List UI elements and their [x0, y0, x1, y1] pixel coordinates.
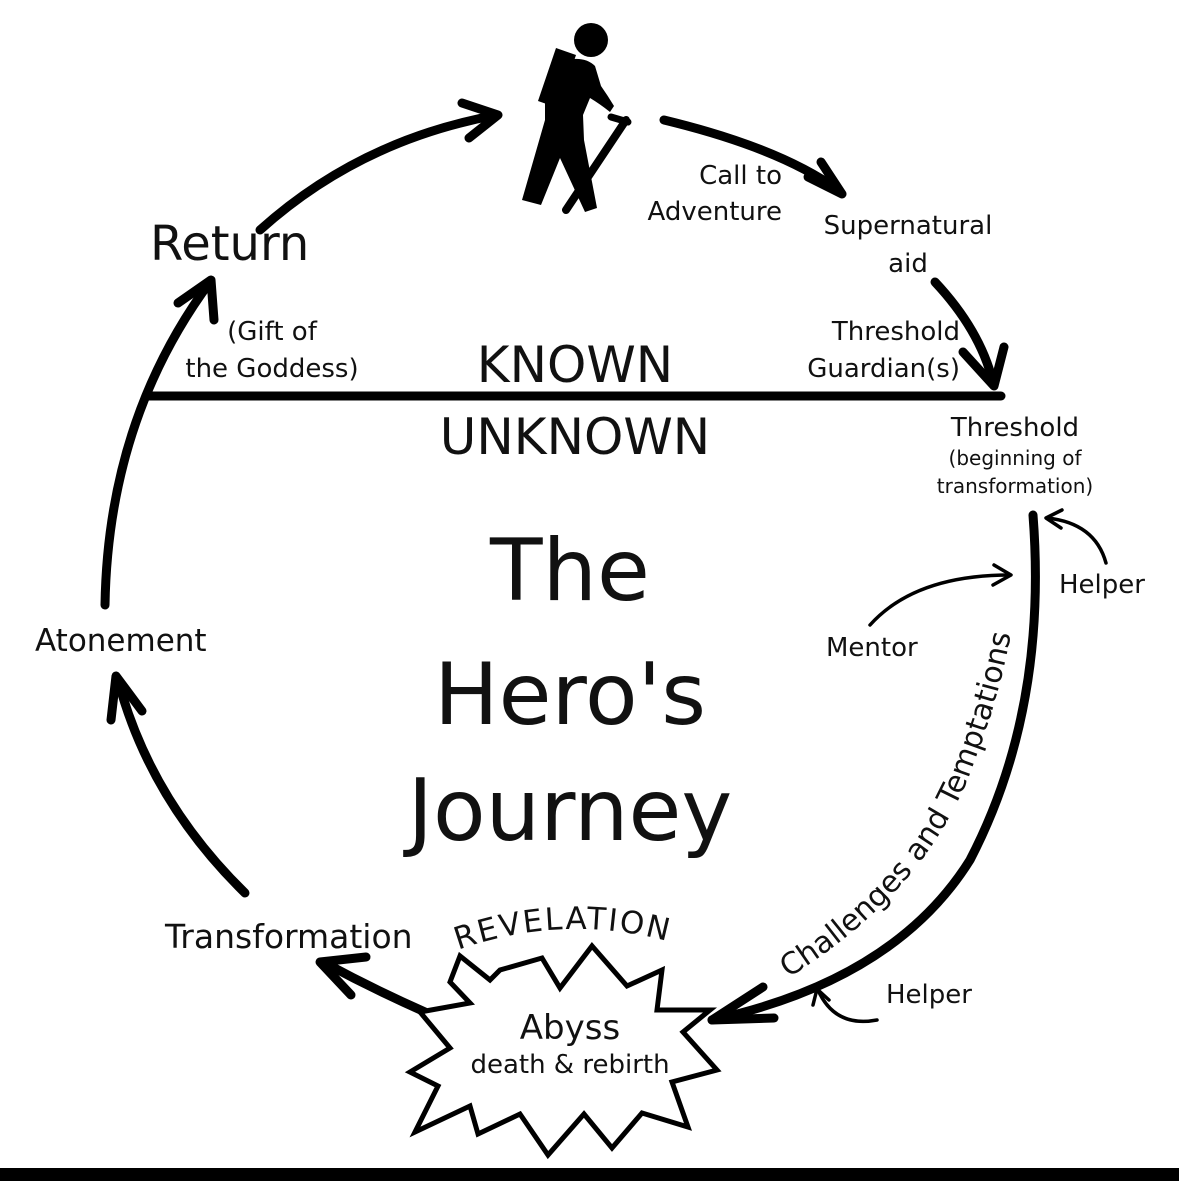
gift-line-1: (Gift of [227, 317, 317, 347]
threshold-line-2: (beginning of [948, 446, 1082, 470]
arrowhead-to-threshold [958, 342, 1009, 391]
gift-of-goddess-label: (Gift of the Goddess) [172, 314, 372, 388]
title-line-the: The [490, 521, 650, 621]
atonement-label: Atonement [35, 623, 207, 659]
abyss-line-2: death & rebirth [470, 1050, 670, 1080]
arrowhead-to-atonement [106, 671, 147, 725]
known-label: KNOWN [476, 336, 674, 394]
call-line-2: Adventure [647, 197, 782, 227]
arrowhead-helper-top [1044, 508, 1064, 530]
hiker-icon [522, 23, 632, 214]
arrow-helper-top [1045, 516, 1108, 565]
revelation-label: REVELATION [449, 901, 675, 957]
arrow-helper-bottom [816, 988, 879, 1024]
threshold-label: Threshold (beginning of transformation) [915, 412, 1115, 500]
abyss-starburst [404, 942, 722, 1160]
helper-top-label: Helper [1059, 570, 1145, 600]
title-line-heros: Hero's [433, 645, 707, 745]
abyss-label: Abyss death & rebirth [440, 1008, 700, 1082]
arrow-to-atonement [113, 675, 250, 898]
supernatural-aid-label: Supernatural aid [808, 207, 1008, 283]
helper-bottom-label: Helper [886, 980, 972, 1010]
gift-line-2: the Goddess) [185, 354, 359, 384]
guardians-line-1: Threshold [831, 317, 960, 347]
abyss-line-1: Abyss [519, 1008, 621, 1048]
supernatural-line-1: Supernatural [823, 211, 993, 241]
arrowhead-to-abyss [707, 982, 779, 1025]
title-line-journey: Journey [407, 761, 733, 861]
arrowhead-call-to-adventure [803, 157, 847, 199]
threshold-guardians-label: Threshold Guardian(s) [780, 314, 960, 388]
arrowhead-return-to-hero [457, 98, 503, 143]
arrow-return-to-hero [255, 110, 502, 235]
arrowhead-to-transformation [315, 952, 371, 1000]
return-label: Return [150, 216, 310, 272]
guardians-line-2: Guardian(s) [807, 354, 960, 384]
unknown-label: UNKNOWN [439, 408, 711, 466]
mentor-label: Mentor [826, 633, 918, 663]
challenges-label: Challenges and Temptations [774, 628, 1019, 984]
threshold-line-1: Threshold [950, 413, 1080, 443]
arrow-mentor [868, 573, 1012, 627]
arrowhead-helper-bottom [811, 987, 831, 1007]
arrowhead-to-return [173, 275, 219, 325]
bottom-border [0, 1168, 1179, 1181]
supernatural-line-2: aid [888, 249, 928, 279]
call-line-1: Call to [699, 161, 782, 191]
arrow-challenges-path [707, 510, 1040, 1025]
arrow-to-return [100, 277, 215, 610]
threshold-line-3: transformation) [936, 474, 1094, 498]
arrowhead-mentor [991, 563, 1013, 587]
arrow-to-threshold [930, 277, 998, 387]
call-to-adventure-label: Call to Adventure [632, 158, 782, 230]
transformation-label: Transformation [165, 917, 413, 956]
arrow-to-transformation [320, 958, 430, 1017]
